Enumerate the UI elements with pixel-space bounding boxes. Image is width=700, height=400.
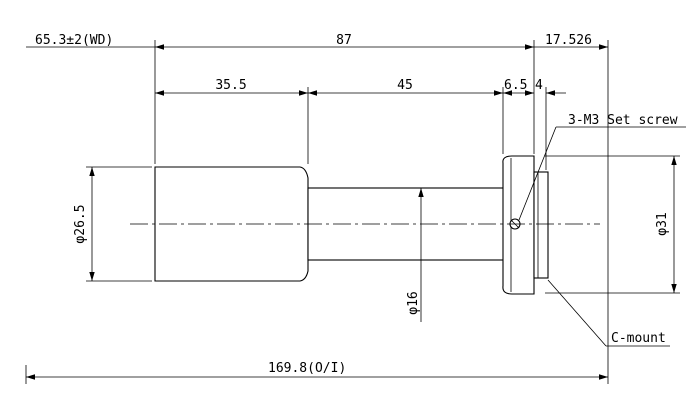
front-length-label: 35.5 [215, 78, 246, 93]
mount-diameter-label: φ31 [655, 212, 670, 235]
set-screw-callout: 3-M3 Set screw [568, 113, 678, 128]
wd-dimension-label: 65.3±2(WD) [35, 33, 113, 48]
tube-length-label: 45 [397, 78, 413, 93]
body-length-label: 87 [336, 33, 352, 48]
callouts: 3-M3 Set screw C-mount [518, 113, 686, 347]
tube-diameter-label: φ16 [406, 291, 421, 314]
dim-diameters: φ26.5 φ16 φ31 [73, 156, 677, 322]
dim-row-top: 65.3±2(WD) 87 17.526 [26, 33, 608, 50]
flange-offset-label: 17.526 [545, 33, 592, 48]
set-screw-leader [518, 126, 557, 221]
c-mount-thread [533, 171, 549, 279]
front-diameter-label: φ26.5 [73, 204, 88, 243]
c-mount-callout: C-mount [611, 331, 666, 346]
lens-outline [130, 155, 600, 295]
c-mount-leader [547, 279, 607, 347]
dim-row-bottom: 169.8(O/I) [26, 361, 608, 380]
flange-width-label: 4 [535, 78, 543, 93]
ring-width-label: 6.5 [504, 78, 527, 93]
overall-length-label: 169.8(O/I) [268, 361, 346, 376]
dim-row-second: 35.5 45 6.5 4 [155, 78, 566, 96]
